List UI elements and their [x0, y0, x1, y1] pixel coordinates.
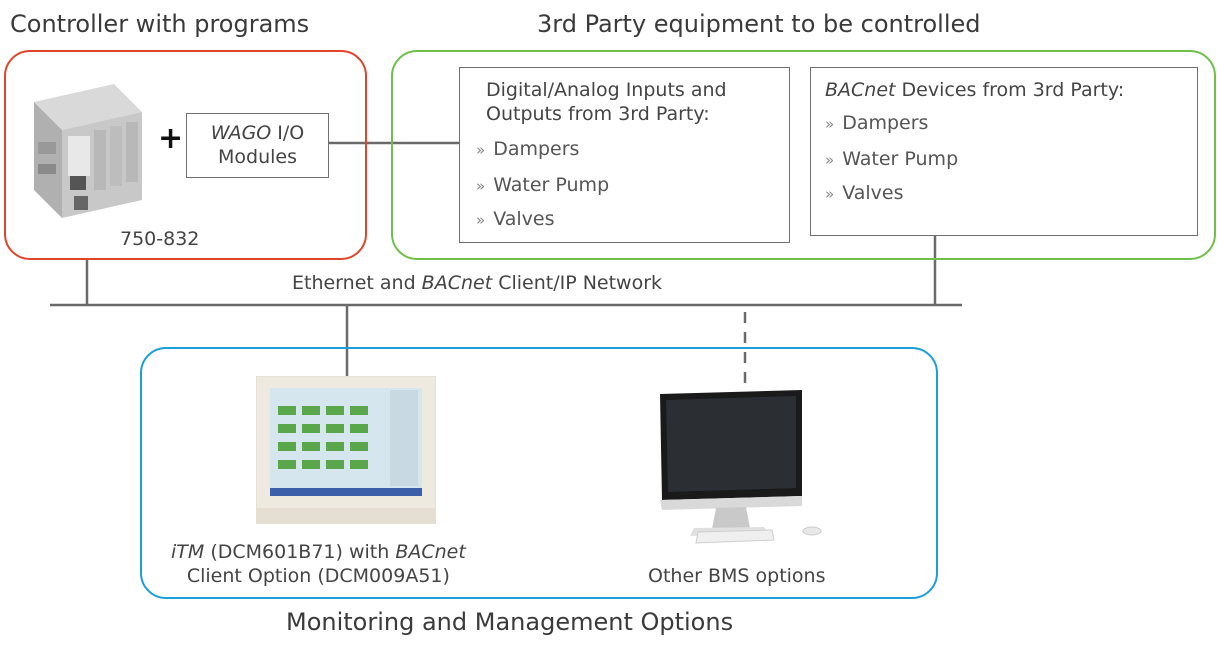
- bacnet-box-suffix: Devices from 3rd Party:: [895, 79, 1125, 101]
- bacnet-brand-text: BACnet: [825, 79, 896, 101]
- itm-label-line2: Client Option (DCM009A51): [186, 565, 450, 587]
- network-label: Ethernet and BACnet Client/IP Network: [292, 272, 663, 294]
- plus-sign: +: [158, 121, 184, 156]
- io-box-line1: Digital/Analog Inputs and: [486, 79, 727, 101]
- io-3rd-party-box: Digital/Analog Inputs and Outputs from 3…: [459, 67, 790, 243]
- third-party-group: [391, 50, 1216, 260]
- network-bacnet-brand: BACnet: [421, 272, 493, 294]
- controller-model-label: 750-832: [120, 228, 200, 250]
- io-item-valves: »Valves: [476, 208, 555, 230]
- third-party-group-title: 3rd Party equipment to be controlled: [537, 10, 981, 38]
- io-box-line2: Outputs from 3rd Party:: [486, 103, 710, 125]
- bacnet-item-valves: »Valves: [825, 182, 904, 204]
- bacnet-item-water-pump: »Water Pump: [825, 148, 959, 170]
- itm-touchscreen-image: [255, 375, 437, 525]
- controller-group: [4, 50, 367, 260]
- computer-monitor-image: [654, 388, 830, 548]
- wago-brand-text: WAGO: [210, 122, 272, 144]
- controller-device-image: [14, 72, 152, 224]
- itm-brand-text: iTM: [171, 541, 205, 563]
- bms-label: Other BMS options: [648, 565, 826, 587]
- controller-group-title: Controller with programs: [10, 10, 310, 38]
- bacnet-item-dampers: »Dampers: [825, 112, 929, 134]
- monitoring-group: [140, 347, 938, 599]
- itm-bacnet-brand: BACnet: [395, 541, 466, 563]
- monitoring-group-title: Monitoring and Management Options: [286, 608, 734, 636]
- modules-text: Modules: [218, 146, 297, 168]
- io-suffix-text: I/O: [271, 122, 305, 144]
- io-item-water-pump: »Water Pump: [476, 174, 610, 196]
- wago-io-modules-box: WAGO I/O Modules: [186, 113, 329, 178]
- itm-label: iTM (DCM601B71) with BACnet Client Optio…: [171, 541, 466, 587]
- io-item-dampers: »Dampers: [476, 138, 580, 160]
- bacnet-devices-box: BACnet Devices from 3rd Party: »Dampers …: [810, 67, 1198, 236]
